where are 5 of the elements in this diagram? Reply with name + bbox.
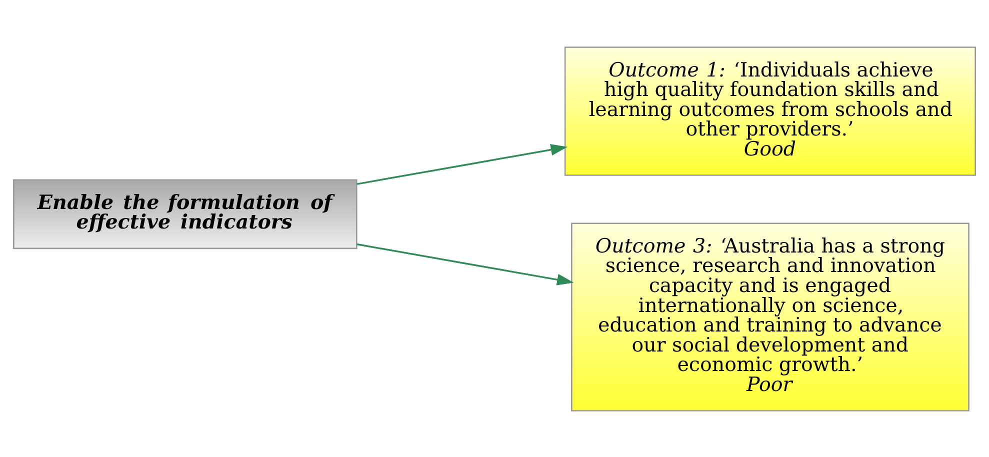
arrow: [356, 144, 568, 184]
node-box: Enable the formulation of effective indicators: [12, 178, 358, 249]
node-box: Outcome 1: ‘Individuals achieve high quality foundation skills and learning outcomes from schools and other providers.’ Good: [564, 46, 976, 176]
node-box: Outcome 3: ‘Australia has a strong science, research and innovation capacity and is engaged internationally on science, education and training to advance our social development and economic growth.’ Poor: [571, 222, 970, 411]
arrow: [356, 242, 574, 285]
